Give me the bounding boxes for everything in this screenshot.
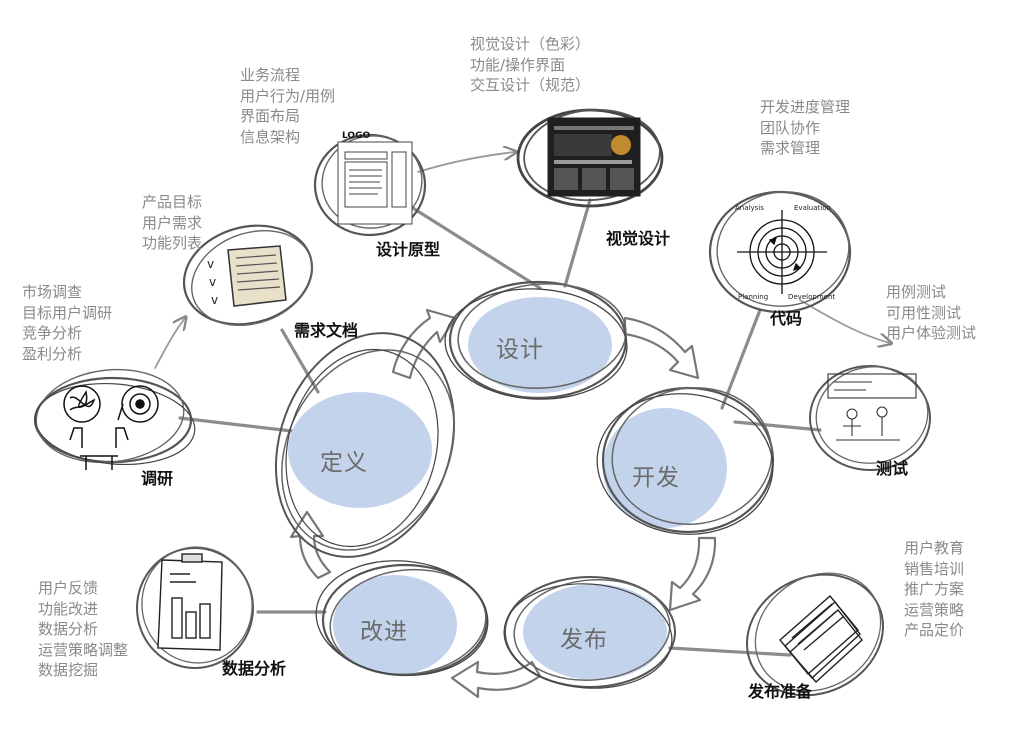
requirements-item: 功能列表 [142,234,203,252]
svg-text:v: v [211,293,218,307]
research-item: 竞争分析 [22,324,83,342]
visual-design-items: 视觉设计（色彩） 功能/操作界面 交互设计（规范） [470,34,590,96]
code-items: 开发进度管理 团队协作 需求管理 [760,97,850,159]
testing-item: 可用性测试 [886,303,962,322]
phase-define-shape [274,332,456,558]
phase-release-label: 发布 [560,627,608,653]
prototype-logo-text: LOGO [342,131,371,141]
research-node-shape [33,368,196,466]
phase-release-shape [503,576,676,689]
spiral-label-planning: Planning [738,293,769,301]
data-analysis-item: 用户反馈 [38,579,99,597]
research-item: 市场调查 [22,283,83,301]
research-illustration [63,385,159,470]
code-label: 代码 [770,309,803,328]
connector-design-visual [563,198,592,288]
bar-chart-clipboard-icon [157,553,223,651]
connector-define-requirements [280,328,320,394]
research-item: 目标用户调研 [22,303,113,322]
release-prep-label: 发布准备 [748,682,813,701]
testing-illustration [827,373,917,441]
cycle-arrows [289,308,717,699]
spiral-label-evaluation: Evaluation [794,204,831,212]
prototype-item: 业务流程 [240,66,301,84]
code-item: 需求管理 [760,139,821,157]
research-label: 调研 [141,469,174,488]
prototype-node-shape [313,133,427,237]
cycle-arrow-design-to-develop [623,316,700,380]
phase-design-shape [444,280,628,400]
prototype-item: 信息架构 [240,127,301,146]
release-prep-node-shape [745,572,885,697]
arrow-code-to-testing [799,299,890,343]
requirements-item: 用户需求 [142,213,203,232]
visual-design-item: 视觉设计（色彩） [470,35,591,53]
testing-label: 测试 [876,459,909,478]
spiral-label-analysis: Analysis [735,204,764,212]
connector-develop-testing [733,420,822,432]
code-item: 团队协作 [760,118,821,137]
prototype-item: 界面布局 [240,107,301,125]
requirements-doc-icon: v v v [207,245,287,307]
testing-item: 用例测试 [886,283,947,301]
data-analysis-items: 用户反馈 功能改进 数据分析 运营策略调整 数据挖掘 [38,578,128,681]
requirements-item: 产品目标 [142,193,203,211]
release-prep-items: 用户教育 销售培训 推广方案 运营策略 产品定价 [904,538,964,641]
connector-develop-code [720,308,762,410]
release-prep-item: 销售培训 [904,559,965,578]
phase-define-label: 定义 [320,450,368,476]
phase-improve-label: 改进 [360,619,408,645]
cycle-arrow-develop-to-release [668,536,717,612]
data-analysis-label: 数据分析 [222,659,287,678]
phase-improve-shape [315,560,489,677]
phase-develop-label: 开发 [632,465,680,491]
cycle-arrow-define-to-design [391,308,457,380]
requirements-node-shape [182,224,314,327]
phase-develop-shape [596,386,775,535]
svg-text:v: v [209,275,216,289]
release-prep-item: 产品定价 [904,621,965,639]
data-analysis-node-shape [136,546,254,669]
visual-node-shape [516,108,664,208]
visual-design-label: 视觉设计 [606,229,671,248]
visual-design-item: 功能/操作界面 [470,55,566,74]
arrow-prototype-to-visual [417,152,515,173]
testing-item: 用户体验测试 [886,324,977,342]
visual-design-item: 交互设计（规范） [470,76,591,94]
release-prep-item: 运营策略 [904,600,965,619]
spiral-label-development: Development [788,293,836,301]
connector-design-prototype [406,203,542,290]
testing-node-shape [809,365,931,471]
svg-text:v: v [207,257,214,271]
connector-release-prep [668,646,792,657]
data-analysis-item: 运营策略调整 [38,640,129,659]
prototype-wireframe [337,141,413,225]
cycle-arrow-release-to-improve [450,660,542,699]
release-prep-item: 用户教育 [904,539,965,557]
requirements-doc-label: 需求文档 [294,321,359,340]
research-items: 市场调查 目标用户调研 竞争分析 盈利分析 [22,282,112,364]
testing-items: 用例测试 可用性测试 用户体验测试 [886,282,976,344]
release-prep-item: 推广方案 [904,580,965,598]
visual-design-screenshot [547,117,641,197]
stacked-papers-icon [779,594,863,684]
data-analysis-item: 数据分析 [38,620,99,638]
code-node-shape [708,190,852,314]
connector-lines [178,198,822,657]
arrow-research-to-requirements [154,318,185,369]
prototype-label: 设计原型 [376,240,441,259]
phase-design-label: 设计 [496,337,544,363]
spiral-model-chart [737,210,827,294]
requirements-doc-items: 产品目标 用户需求 功能列表 [142,192,202,254]
research-item: 盈利分析 [22,344,83,363]
data-analysis-item: 数据挖掘 [38,661,99,679]
code-item: 开发进度管理 [760,98,851,116]
prototype-items: 业务流程 用户行为/用例 界面布局 信息架构 [240,65,335,147]
data-analysis-item: 功能改进 [38,599,99,618]
prototype-item: 用户行为/用例 [240,86,336,105]
